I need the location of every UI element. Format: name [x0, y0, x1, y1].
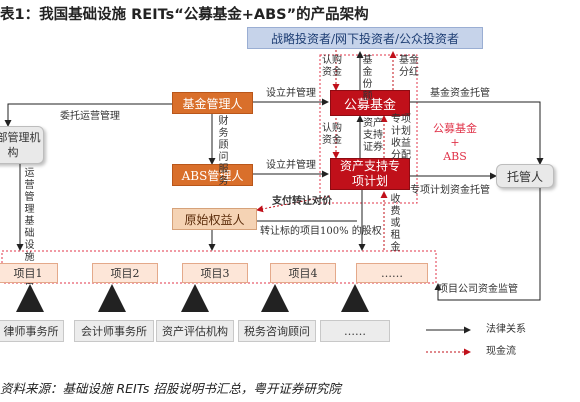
custodian-box: 托管人 [496, 164, 554, 188]
project-box-2: 项目2 [92, 263, 158, 283]
ops-manager-box: 外部管理机构 [0, 126, 44, 164]
abs-manager-box: ABS管理人 [172, 164, 253, 186]
agency-box-accounting: 会计师事务所 [74, 320, 154, 342]
agency-box-law: 律师事务所 [0, 320, 64, 342]
income-rent-label: 收费或租金 [390, 194, 401, 253]
project-box-1: 项目1 [0, 263, 58, 283]
setup-manage-label-1: 设立并管理 [266, 88, 316, 99]
plan-custody-label: 专项计划资金托管 [410, 185, 490, 196]
project-box-3: 项目3 [182, 263, 248, 283]
fund-plus-abs-line-3: ABS [443, 150, 467, 163]
fund-custody-label: 基金资金托管 [430, 88, 490, 99]
transfer-equity-label: 转让标的项目100% 的股权 [260, 226, 382, 237]
agency-box-valuation: 资产评估机构 [156, 320, 234, 342]
fund-plus-abs-line-2: + [450, 136, 460, 149]
subscribe-fund-label-1: 认购资金 [322, 55, 342, 78]
fund-dividend-label: 基金分红 [399, 55, 419, 78]
agency-box-more: …… [320, 320, 390, 342]
subscribe-fund-label-2: 认购资金 [322, 123, 342, 146]
finance-advisory-label: 财务顾问服务 [218, 116, 229, 187]
original-owner-box: 原始权益人 [172, 208, 257, 230]
pay-transfer-label: 支付转让对价 [272, 196, 332, 207]
public-fund-box: 公募基金 [330, 90, 410, 116]
asset-support-sec-label: 资产支持证券 [363, 118, 383, 153]
fund-manager-box: 基金管理人 [172, 92, 253, 114]
fund-plus-abs-line-1: 公募基金 [433, 122, 477, 135]
abs-plan-box: 资产支持专项计划 [330, 158, 410, 190]
legend-legal-label: 法律关系 [486, 324, 526, 335]
legend-cash-label: 现金流 [486, 346, 516, 357]
project-supervision-label: 项目公司资金监管 [438, 284, 518, 295]
figure-source: 资料来源：基础设施 REITs 招股说明书汇总，粤开证券研究院 [0, 381, 341, 396]
fund-plus-abs-annotation: 公募基金 + ABS [425, 122, 485, 164]
agency-box-tax: 税务咨询顾问 [238, 320, 316, 342]
project-box-4: 项目4 [270, 263, 336, 283]
investors-box: 战略投资者/网下投资者/公众投资者 [247, 27, 483, 49]
entrust-ops-label: 委托运营管理 [60, 111, 120, 122]
fund-shares-label: 基金份额 [362, 55, 373, 102]
setup-manage-label-2: 设立并管理 [266, 160, 316, 171]
figure-title: 表1：我国基础设施 REITs“公募基金+ABS”的产品架构 [0, 7, 369, 23]
project-box-more: …… [356, 263, 428, 283]
plan-proceeds-label: 专项计划收益分配 [391, 114, 411, 161]
